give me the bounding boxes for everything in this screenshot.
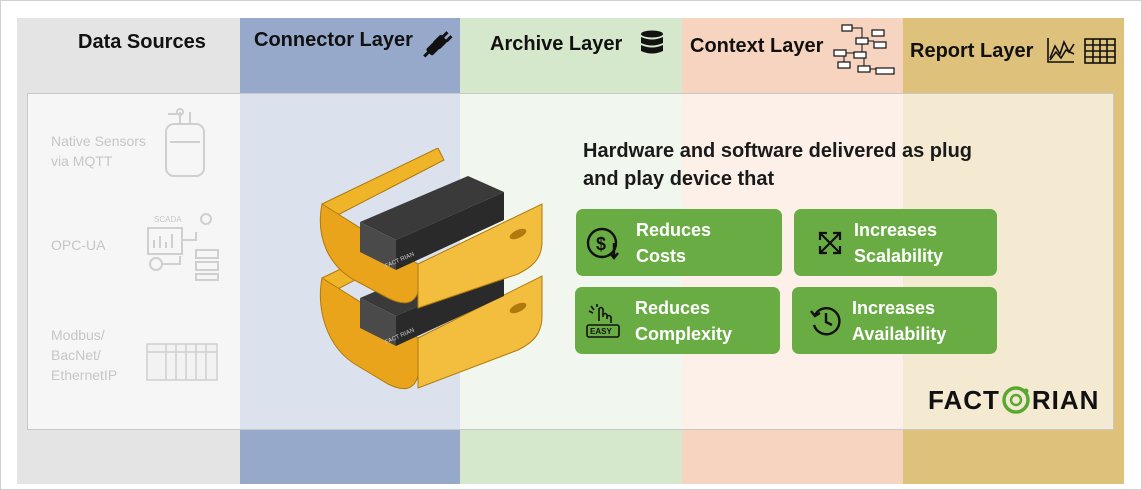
plug-icon [423, 31, 453, 58]
connector-layer-title: Connector Layer [254, 29, 413, 51]
benefit-line1: Reduces [636, 220, 712, 240]
dollar-down-icon: $ [586, 227, 619, 260]
benefit-line2: Availability [852, 324, 947, 344]
clock-history-icon [810, 307, 841, 336]
benefit-line1: Increases [852, 298, 936, 318]
benefit-line1: Increases [854, 220, 938, 240]
expand-arrows-icon [818, 231, 842, 255]
easy-hand-icon: EASY [586, 304, 620, 338]
benefit-line1: Reduces [635, 298, 711, 318]
report-layer-title: Report Layer [910, 40, 1034, 62]
source-modbus-label: Modbus/ BacNet/ EthernetIP [51, 327, 118, 383]
plc-rack-icon [146, 343, 218, 381]
headline-text: Hardware and software delivered as plug … [583, 140, 973, 190]
archive-layer-title: Archive Layer [490, 33, 623, 55]
context-layer-title: Context Layer [690, 35, 824, 57]
database-icon [641, 30, 663, 54]
tank-sensor-icon [165, 108, 205, 177]
factorian-logo: FACT RIAN [928, 378, 1099, 422]
svg-text:SCADA: SCADA [154, 215, 182, 224]
logo-text-right: RIAN [1031, 384, 1100, 415]
scada-icon: SCADA [147, 213, 219, 281]
line-chart-icon [1047, 38, 1075, 63]
source-mqtt-label: Native Sensors via MQTT [51, 133, 146, 169]
hierarchy-diagram-icon [833, 24, 895, 75]
table-icon [1084, 38, 1116, 64]
svg-text:$: $ [596, 234, 606, 254]
data-sources-title: Data Sources [78, 31, 206, 53]
benefit-line2: Scalability [854, 246, 944, 266]
source-opcua-label: OPC-UA [51, 237, 106, 253]
benefit-line2: Complexity [635, 324, 733, 344]
logo-text-left: FACT [928, 384, 1000, 415]
factorian-device-image: FACT RIAN FACT RIAN [319, 148, 543, 390]
benefit-line2: Costs [636, 246, 687, 266]
logo-o-icon [1002, 386, 1030, 414]
svg-text:EASY: EASY [590, 327, 612, 336]
